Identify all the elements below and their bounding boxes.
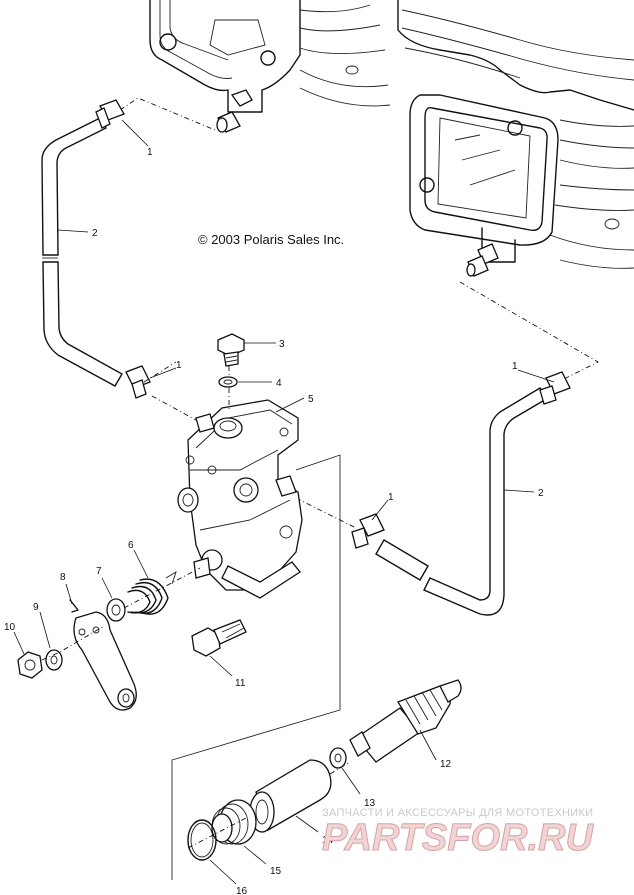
washer-part-9	[45, 649, 63, 671]
shaft-axis-dash	[187, 761, 351, 849]
leader-2b	[503, 489, 535, 493]
callout-7: 7	[96, 566, 102, 577]
screw-part-3	[217, 333, 245, 367]
watermark-logo: PARTSFOR.RU	[322, 817, 594, 859]
right-cylinder-flange	[397, 0, 634, 269]
nut-part-10	[17, 651, 43, 679]
callout-2-right: 2	[538, 488, 544, 499]
callout-6: 6	[128, 540, 134, 551]
callout-5: 5	[308, 394, 314, 405]
leader-2a	[57, 229, 89, 233]
leader-15	[243, 845, 267, 865]
callout-15: 15	[270, 866, 282, 877]
left-cylinder-flange	[149, 0, 391, 113]
bushing-part-14	[249, 759, 332, 833]
choke-lever-arm	[73, 611, 137, 711]
callout-9: 9	[33, 602, 39, 613]
callout-1-right-top: 1	[512, 361, 518, 372]
leader-1a	[121, 119, 149, 147]
leader-9	[39, 611, 51, 649]
right-fuel-nipple	[466, 243, 499, 277]
clip-part-8	[69, 599, 79, 613]
leader-11	[209, 655, 233, 677]
o-ring-part-16	[187, 819, 217, 861]
watermark-tagline: ЗАПЧАСТИ И АКСЕССУАРЫ ДЛЯ МОТОТЕХНИКИ	[322, 807, 593, 819]
callout-1-right-bottom: 1	[388, 492, 394, 503]
callout-1-left-top: 1	[147, 147, 153, 158]
leader-8	[65, 583, 73, 605]
leader-5	[275, 397, 305, 413]
drive-shaft-part-12	[349, 679, 462, 763]
leader-12	[419, 729, 437, 761]
lever-axis-dash	[41, 567, 201, 661]
callout-11: 11	[235, 678, 246, 689]
callout-8: 8	[60, 572, 66, 583]
right-lower-dashed-line	[295, 497, 357, 529]
callout-16: 16	[236, 886, 248, 895]
washer-part-7	[106, 598, 126, 622]
callout-4: 4	[276, 378, 282, 389]
leader-1c	[517, 369, 555, 383]
pump-bracket-line	[171, 454, 341, 880]
leader-1d	[371, 499, 389, 521]
callout-13: 13	[364, 798, 376, 809]
callout-12: 12	[440, 759, 452, 770]
spring-part-6	[127, 570, 177, 615]
left-lower-dashed-line	[143, 361, 206, 426]
leader-1b	[149, 367, 177, 379]
leader-16	[209, 859, 237, 885]
leader-13	[341, 767, 361, 795]
callout-10: 10	[4, 622, 16, 633]
right-fuel-hose	[351, 371, 571, 616]
leader-7	[101, 577, 113, 599]
seal-part-15	[211, 799, 257, 845]
fuel-pump-body	[177, 399, 303, 599]
callout-3: 3	[279, 339, 285, 350]
leader-10	[13, 631, 25, 655]
right-upper-dashed-line	[459, 281, 599, 383]
bolt-part-11	[191, 619, 247, 657]
leader-6	[133, 549, 149, 579]
copyright-notice: © 2003 Polaris Sales Inc.	[198, 232, 344, 247]
left-upper-dashed-line	[119, 97, 216, 131]
left-fuel-hose	[41, 99, 151, 399]
callout-1-left-bottom: 1	[176, 360, 182, 371]
callout-2-left: 2	[92, 228, 98, 239]
callout-14: 14	[322, 835, 334, 846]
left-fuel-nipple	[216, 89, 253, 133]
washer-part-4	[218, 376, 238, 388]
leader-14	[295, 815, 319, 833]
washer-part-13	[329, 747, 347, 769]
